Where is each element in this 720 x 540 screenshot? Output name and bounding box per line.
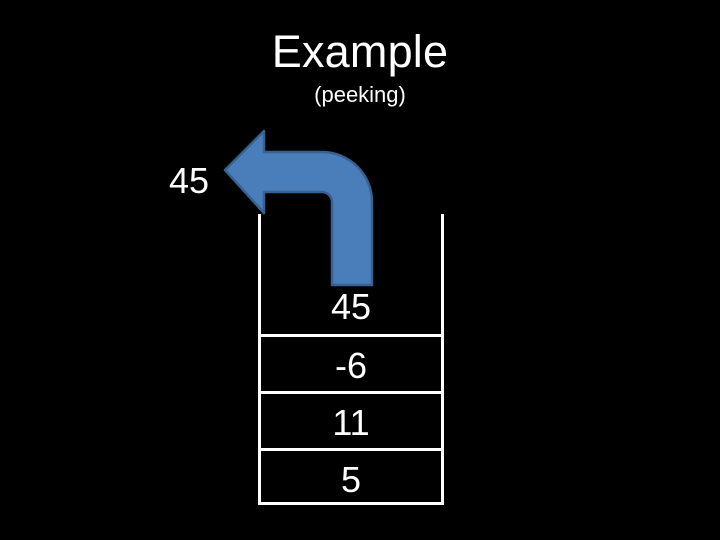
stack-container: 45 -6 11 5 [258, 214, 444, 505]
stack-cell: 5 [261, 448, 441, 505]
stack-cell-value: 45 [330, 286, 372, 327]
stack-cell: 11 [261, 391, 441, 448]
page-title: Example [271, 26, 449, 77]
stack-cell-value: 11 [332, 402, 370, 443]
stack-cell-top: 45 [261, 214, 441, 334]
stack-cell: -6 [261, 334, 441, 391]
page-subtitle: (peeking) [314, 82, 406, 107]
stack-cell-value: -6 [334, 345, 367, 386]
stack-cell-value: 5 [340, 459, 362, 500]
peeked-value-label: 45 [168, 160, 210, 201]
curved-left-arrow-icon [223, 129, 374, 287]
